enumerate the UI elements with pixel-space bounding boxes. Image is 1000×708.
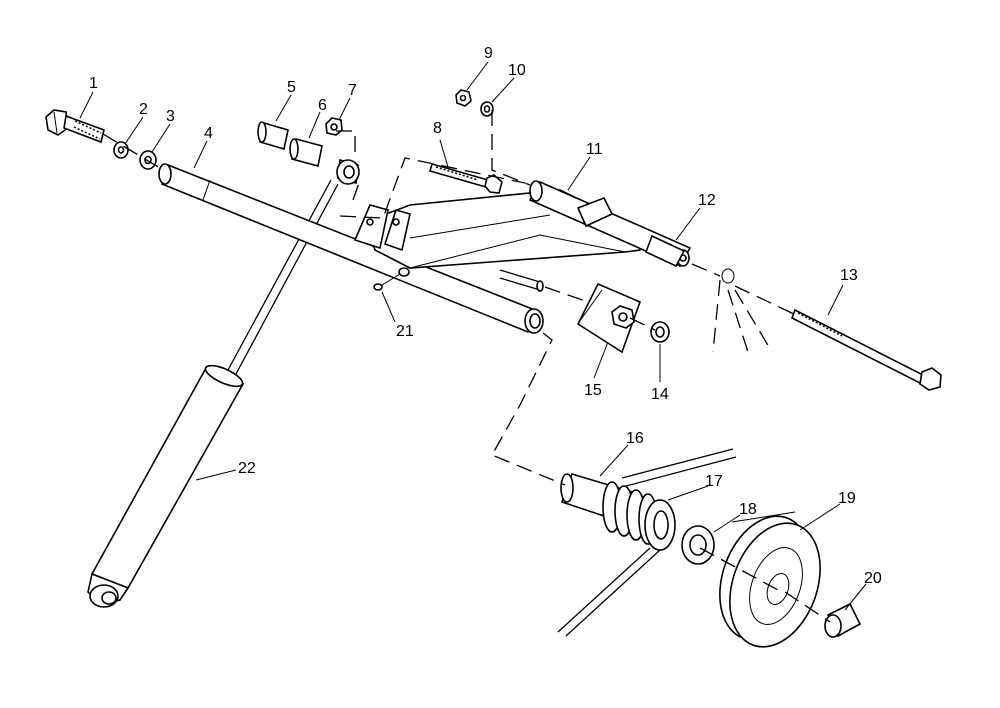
callout-11: 11 xyxy=(586,141,603,158)
callout-18: 18 xyxy=(739,501,757,518)
callout-7: 7 xyxy=(348,82,357,99)
leader-lines xyxy=(79,61,867,611)
callout-6: 6 xyxy=(318,97,327,114)
callout-1: 1 xyxy=(89,75,98,92)
part-7-nut xyxy=(325,117,343,136)
callout-12: 12 xyxy=(698,192,716,209)
part-20-bushing xyxy=(824,602,862,638)
part-13-long-bolt xyxy=(790,308,942,391)
callout-14: 14 xyxy=(651,386,669,403)
callout-10: 10 xyxy=(508,62,526,79)
shock-upper-eye xyxy=(336,158,360,185)
part-17-spring xyxy=(557,481,676,637)
part-18-washer xyxy=(681,525,715,565)
part-22-shock-absorber xyxy=(87,179,339,608)
part-15-block xyxy=(576,282,642,354)
part-8-bolt xyxy=(429,163,503,194)
part-3-washer xyxy=(139,150,157,170)
callout-labels: 1 2 3 4 5 6 7 8 9 10 11 12 13 14 15 16 1… xyxy=(89,45,882,587)
callout-13: 13 xyxy=(840,267,858,284)
part-9-nut xyxy=(455,89,472,107)
callout-2: 2 xyxy=(139,101,148,118)
callout-15: 15 xyxy=(584,382,602,399)
part-12-bushing xyxy=(644,234,686,268)
part-2-washer xyxy=(113,141,129,159)
part-21-fitting xyxy=(373,267,410,291)
part-5-bushing xyxy=(257,121,289,151)
callout-3: 3 xyxy=(166,108,175,125)
callout-4: 4 xyxy=(204,125,213,142)
callout-21: 21 xyxy=(396,323,414,340)
callout-19: 19 xyxy=(838,490,856,507)
callout-9: 9 xyxy=(484,45,493,62)
callout-16: 16 xyxy=(626,430,644,447)
callout-17: 17 xyxy=(705,473,723,490)
callout-22: 22 xyxy=(238,460,256,477)
part-10-washer xyxy=(480,101,494,117)
part-6-bushing xyxy=(289,138,323,167)
assembly-lines xyxy=(102,110,831,623)
part-19-idler-wheel xyxy=(719,511,821,648)
part-14-washer xyxy=(650,321,670,343)
callout-8: 8 xyxy=(433,120,442,137)
callout-20: 20 xyxy=(864,570,882,587)
callout-5: 5 xyxy=(287,79,296,96)
part-1-bolt xyxy=(45,109,105,144)
